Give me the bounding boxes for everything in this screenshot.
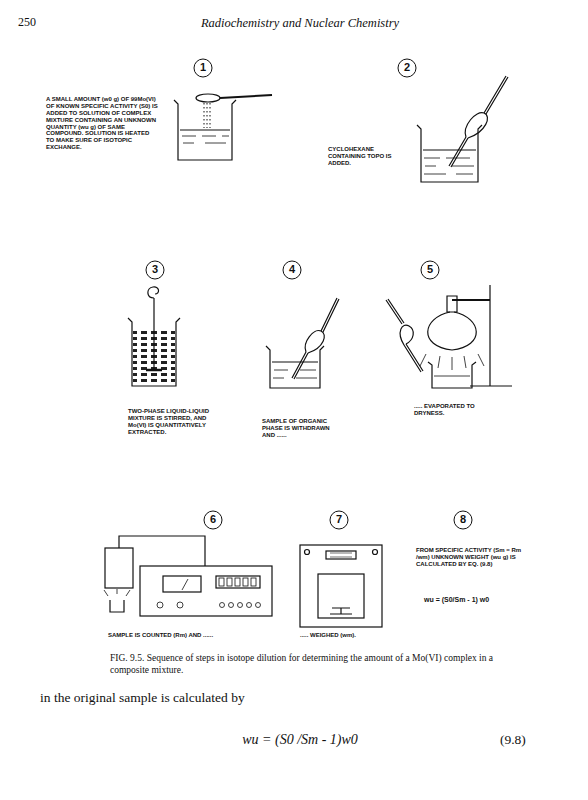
step-note: SAMPLE OF ORGANIC PHASE IS WITHDRAWN AND… — [262, 418, 338, 439]
callout-number: 3 — [146, 263, 164, 276]
body-text: in the original sample is calculated by — [40, 690, 440, 706]
step-note: ..... EVAPORATED TO DRYNESS. — [414, 403, 504, 417]
callout-number: 1 — [194, 61, 212, 74]
figure-caption: FIG. 9.5. Sequence of steps in isotope d… — [110, 652, 510, 677]
callout-number: 6 — [204, 513, 222, 526]
step-note: A SMALL AMOUNT (w0 g) OF 99Mo(VI) OF KNO… — [46, 96, 158, 151]
step-note: TWO-PHASE LIQUID-LIQUID MIXTURE IS STIRR… — [128, 408, 210, 436]
step-note: ..... WEIGHED (wm). — [300, 632, 390, 639]
callout-number: 7 — [330, 513, 348, 526]
step-formula: wu = (S0/Sm - 1) w0 — [424, 596, 534, 604]
equation: wu = (S0 /Sm - 1)w0 — [200, 732, 400, 748]
callout-number: 2 — [398, 61, 416, 74]
equation-number: (9.8) — [500, 732, 560, 748]
step-note: FROM SPECIFIC ACTIVITY (Sm = Rm /wm) UNK… — [416, 547, 526, 568]
callout-number: 5 — [421, 263, 439, 276]
step-note: CYCLOHEXANE CONTAINING TOPO IS ADDED. — [328, 146, 406, 167]
callout-number: 4 — [283, 263, 301, 276]
running-head: Radiochemistry and Nuclear Chemistry — [150, 16, 450, 30]
callout-number: 8 — [454, 513, 472, 526]
page-number: 250 — [18, 16, 58, 30]
step-note: SAMPLE IS COUNTED (Rm) AND ...... — [108, 632, 278, 639]
